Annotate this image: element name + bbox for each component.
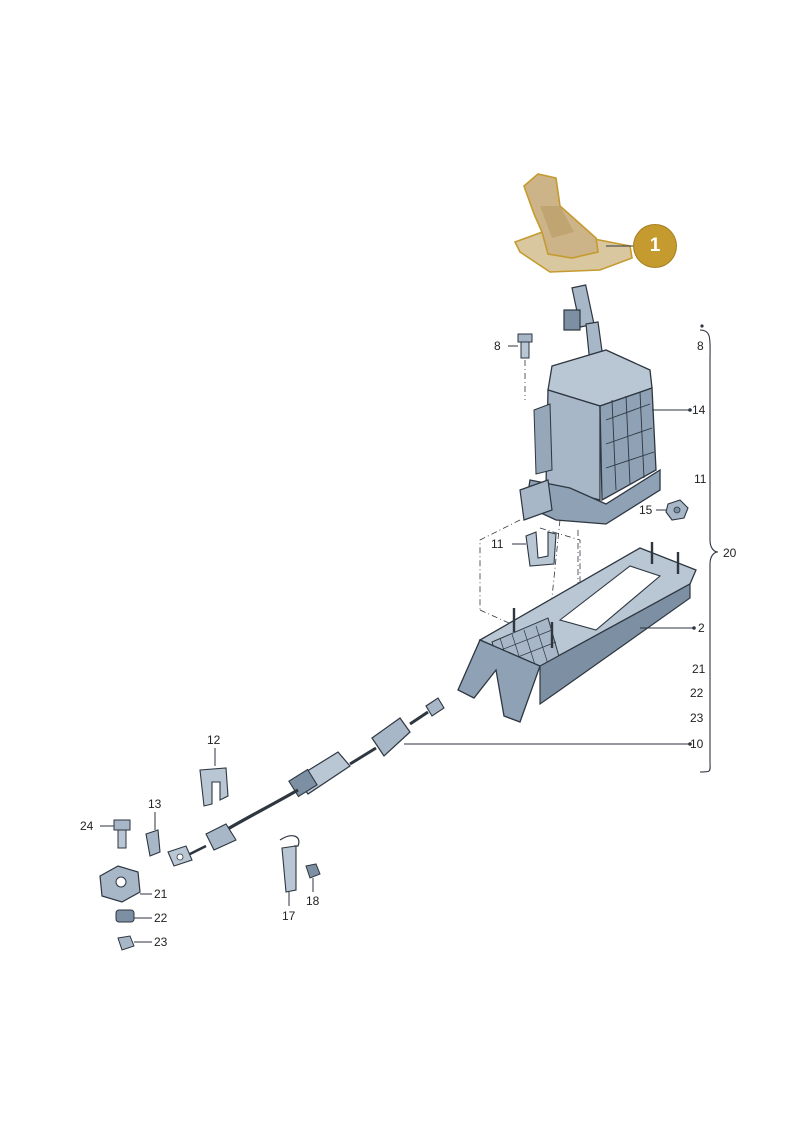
clip-11-body (525, 531, 557, 567)
cable-boot-upper (371, 717, 411, 757)
cable-main (225, 788, 299, 832)
bracket-2-leader-dot (692, 626, 696, 630)
callout-14: 14 (692, 403, 706, 417)
shift-boot-part[interactable] (513, 173, 633, 273)
cable-10-leader-dot (688, 742, 692, 746)
callout-13: 13 (148, 797, 162, 811)
callout-18: 18 (306, 894, 320, 908)
cable-eye-hole (176, 853, 184, 861)
shift-boot-fold (540, 206, 574, 238)
callout-8-left: 8 (494, 339, 501, 353)
assembly-brace-dot (700, 324, 704, 328)
callout-17: 17 (282, 909, 296, 923)
bracket-opening (558, 565, 662, 631)
housing-connector (519, 479, 553, 521)
selector-cable-part[interactable] (167, 697, 445, 867)
nut-part-18[interactable] (305, 863, 321, 879)
callout-24: 24 (80, 819, 94, 833)
bolt-8-shank (520, 341, 530, 359)
selector-housing-part[interactable] (519, 349, 661, 525)
callout-10: 10 (690, 737, 704, 751)
callout-12: 12 (207, 733, 221, 747)
clip-12-body (199, 767, 229, 807)
nut-15-hole (673, 506, 681, 514)
nut-23-body (117, 935, 135, 951)
nut-part-23[interactable] (117, 935, 135, 951)
callout-23-right: 23 (690, 711, 704, 725)
bracket-17-hook (279, 835, 300, 847)
bracket-part-2[interactable] (457, 542, 697, 723)
grommet-22-body (115, 909, 135, 923)
block-21-hole (115, 876, 127, 888)
bolt-24-shank (117, 829, 127, 849)
bracket-17-body (281, 845, 297, 893)
bracket-leg (457, 639, 541, 723)
cable-lower-boot (205, 823, 237, 851)
assembly-guide-lines (479, 519, 581, 637)
cable-segment-1 (409, 710, 429, 726)
callout-11-left: 11 (491, 537, 504, 551)
callout-2: 2 (698, 621, 705, 635)
block-part-21[interactable] (99, 865, 141, 903)
callout-20: 20 (723, 546, 737, 560)
callout-23-left: 23 (154, 935, 168, 949)
callout-21-right: 21 (692, 662, 706, 676)
bracket-part-17[interactable] (279, 835, 300, 893)
callout-21-left: 21 (154, 887, 168, 901)
housing-14-leader-dot (688, 408, 692, 412)
callout-22-right: 22 (690, 686, 704, 700)
clip-part-11[interactable] (525, 531, 557, 567)
bolt-8-head (517, 333, 533, 343)
grommet-part-22[interactable] (115, 909, 135, 923)
bolt-part-8[interactable] (517, 333, 533, 359)
highlight-badge: 1 (634, 225, 676, 267)
cable-end-fitting (425, 697, 445, 717)
bracket-side (539, 582, 691, 706)
nut-18-body (305, 863, 321, 879)
nut-part-15[interactable] (665, 499, 689, 521)
retainer-part-13[interactable] (145, 829, 161, 857)
assembly-group-brace (699, 329, 719, 773)
bolt-24-head (113, 819, 131, 831)
callout-8-right: 8 (697, 339, 704, 353)
callout-11-right: 11 (694, 472, 707, 486)
cable-segment-2 (349, 746, 377, 766)
callout-15: 15 (639, 503, 653, 517)
housing-ribs (605, 391, 655, 491)
bolt-part-24[interactable] (113, 819, 131, 849)
clip-part-12[interactable] (199, 767, 229, 807)
housing-front (545, 389, 601, 501)
callout-22-left: 22 (154, 911, 168, 925)
housing-left-panel (533, 403, 553, 475)
retainer-13-body (145, 829, 161, 857)
shaft-clip (563, 309, 581, 331)
